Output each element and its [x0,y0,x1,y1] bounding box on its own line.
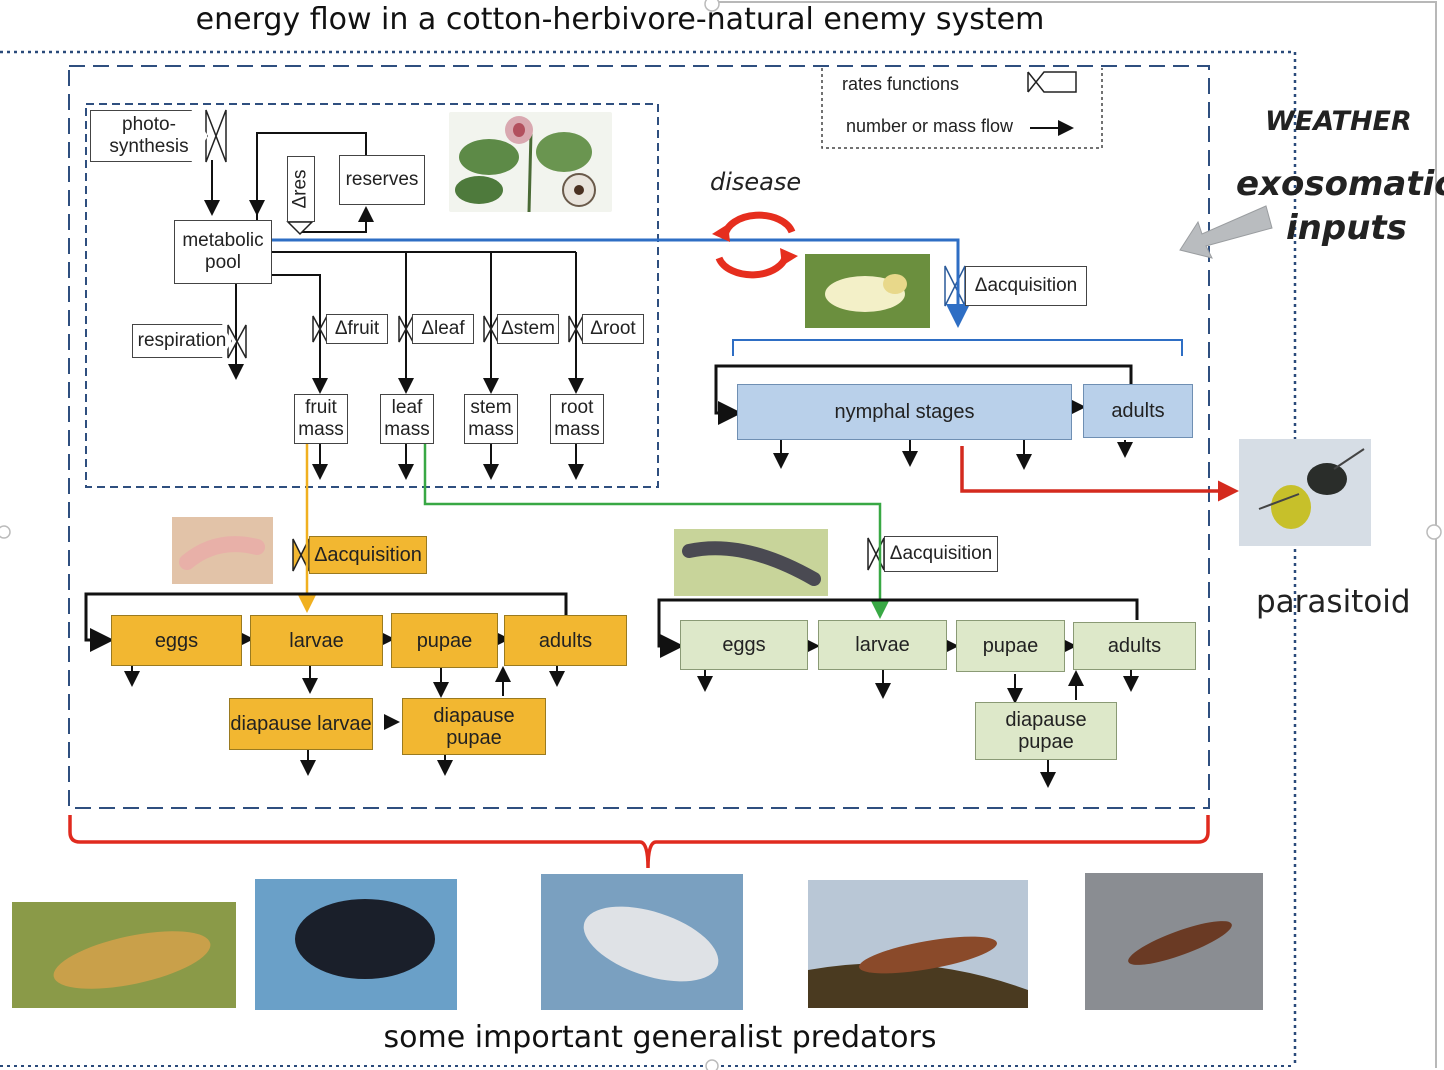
green-flow-line [423,444,890,619]
bollworm-pupae-box: pupae [391,613,498,668]
rate-leaf-box: Δleaf [412,314,474,344]
diagram-title: energy flow in a cotton-herbivore-natura… [195,2,1045,37]
legend-flow-label: number or mass flow [846,116,1014,136]
outer-frame-dotted [0,50,1297,1065]
whitefly-acquisition-box: Δacquisition [965,266,1087,306]
predator-lacewing-larva-image [12,902,236,1008]
bollworm-eggs-box: eggs [111,615,242,666]
moth-diapause-pupae-box: diapause pupae [975,702,1117,760]
cotton-plant-image [449,112,612,212]
red-flow-line [960,446,1239,502]
weather-label: WEATHER [1265,106,1412,137]
predator-assassin-bug-image [808,880,1028,1008]
moth-adults-box: adults [1073,622,1196,670]
whitefly-adults-box: adults [1083,384,1193,438]
rate-root-box: Δroot [582,314,644,344]
predator-bug-image [255,879,457,1010]
photosynthesis-box: photo-synthesis [90,110,208,162]
legend-rates-label: rates functions [842,74,960,94]
bollworm-acquisition-box: Δacquisition [309,536,427,574]
exosomatic-arrow [1179,205,1273,259]
plant-frame [85,103,659,488]
predator-nabid-image [1085,873,1263,1010]
bollworm-larva-image [172,517,273,584]
bollworm-adults-box: adults [504,615,627,666]
reserves-box: reserves [339,155,425,205]
blue-flow-line [272,238,970,328]
bollworm-diapause-larvae-box: diapause larvae [229,698,373,750]
moth-acquisition-box: Δacquisition [884,536,998,572]
moth-pupae-box: pupae [956,620,1065,672]
whitefly-image [805,254,930,328]
exosomatic-label: exosomatic [1236,164,1444,204]
moth-eggs-box: eggs [680,620,808,670]
moth-larva-image [674,529,828,596]
parasitoid-wasp-image [1239,439,1371,546]
predators-caption: some important generalist predators [383,1020,937,1055]
system-frame [68,65,1210,809]
dres-box: Δres [287,156,315,222]
predator-brace [68,815,1210,869]
rate-stem-box: Δstem [497,314,559,344]
inputs-label: inputs [1286,208,1407,248]
bollworm-larvae-box: larvae [250,615,383,666]
bollworm-diapause-pupae-box: diapause pupae [402,698,546,755]
disease-label: disease [710,168,802,196]
whitefly-nymphal-stages-box: nymphal stages [737,384,1072,440]
respiration-box: respiration [132,324,232,358]
rate-fruit-box: Δfruit [326,314,388,344]
predator-minute-pirate-bug-image [541,874,743,1010]
moth-larvae-box: larvae [818,620,947,670]
parasitoid-label: parasitoid [1256,584,1411,620]
